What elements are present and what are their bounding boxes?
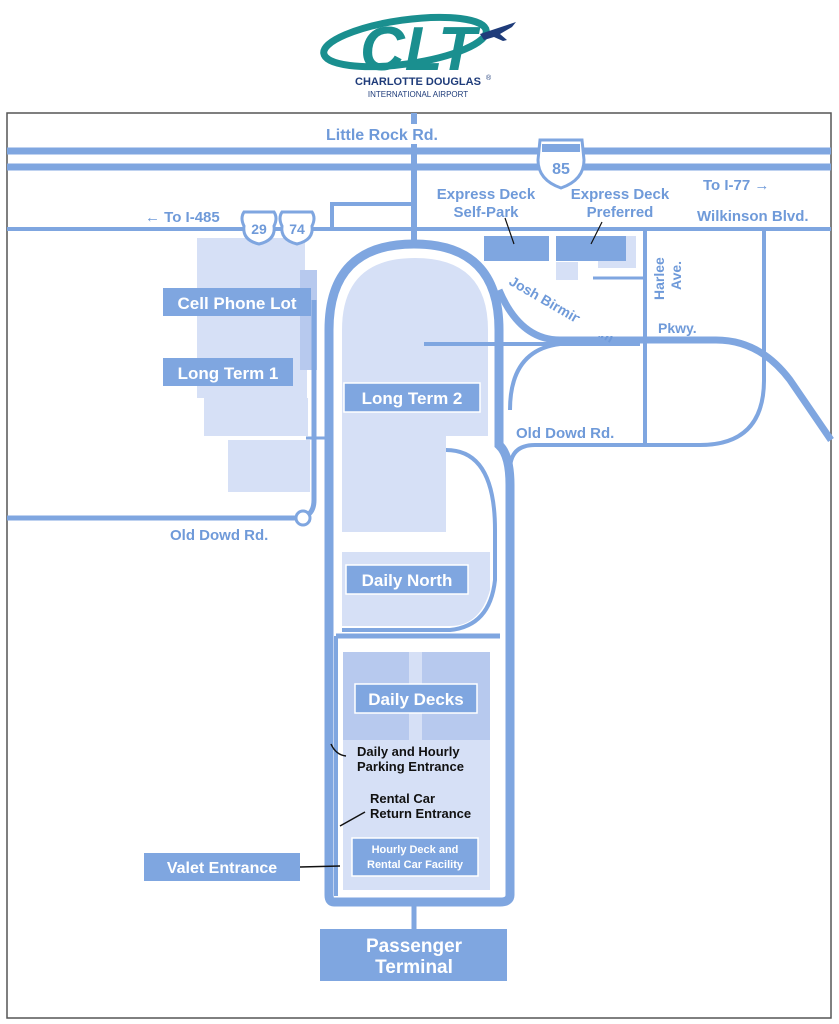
rental-return-label-2: Return Entrance (370, 806, 471, 821)
rental-return-label-1: Rental Car (370, 791, 435, 806)
logo-name: CHARLOTTE DOUGLAS (355, 76, 481, 88)
old-dowd-road-west-label: Old Dowd Rd. (170, 527, 268, 544)
us29-shield: 29 (240, 210, 278, 246)
long-term-2-label-box: Long Term 2 (343, 382, 481, 413)
hourly-deck-label-1: Hourly Deck and (372, 844, 459, 856)
harlee-ave-label-2: Ave. (668, 261, 684, 290)
valet-entrance-label-box: Valet Entrance (144, 853, 300, 881)
old-dowd-road-east (508, 229, 766, 471)
long-term-1-label: Long Term 1 (178, 364, 279, 383)
clt-logo: CLT CHARLOTTE DOUGLAS ® INTERNATIONAL AI… (320, 13, 516, 99)
terminal-loop-road (324, 239, 515, 907)
pkwy-label: Pkwy. (658, 320, 697, 336)
valet-entrance-label: Valet Entrance (167, 860, 277, 877)
i85-shield-label: 85 (552, 161, 570, 178)
harlee-ave-label-1: Harlee (651, 257, 667, 300)
express-self-park-label-2: Self-Park (453, 204, 519, 221)
hourly-deck-label-2: Rental Car Facility (367, 859, 464, 871)
little-rock-road-label: Little Rock Rd. (326, 127, 438, 144)
express-preferred-label-2: Preferred (587, 204, 654, 221)
hourly-deck-label-box: Hourly Deck and Rental Car Facility (351, 837, 479, 877)
long-term-1-lower-area (204, 398, 308, 436)
airplane-icon (480, 22, 516, 41)
to-i485-label: ← To I-485 (145, 209, 220, 226)
daily-decks-label: Daily Decks (368, 690, 463, 709)
daily-decks-label-box: Daily Decks (354, 683, 478, 714)
long-term-1-label-box: Long Term 1 (163, 358, 293, 386)
cell-phone-lot-label: Cell Phone Lot (178, 294, 297, 313)
long-term-2-label: Long Term 2 (362, 389, 463, 408)
wilkinson-blvd-label: Wilkinson Blvd. (697, 208, 809, 225)
passenger-terminal-label-2: Terminal (375, 957, 453, 978)
to-i77-label: To I-77 → (703, 177, 769, 194)
daily-hourly-entrance-label-1: Daily and Hourly (357, 744, 460, 759)
daily-hourly-entrance-label-2: Parking Entrance (357, 759, 464, 774)
us74-shield: 74 (278, 210, 316, 246)
josh-birmingham-parkway (495, 288, 834, 442)
road-network (7, 113, 834, 930)
express-self-park-label-1: Express Deck (437, 186, 536, 203)
passenger-terminal-label-1: Passenger (366, 936, 463, 957)
daily-north-label-box: Daily North (345, 564, 469, 595)
us29-shield-label: 29 (251, 221, 267, 237)
long-term-1-south-area (228, 440, 310, 492)
i85-shield: 85 (536, 138, 586, 190)
passenger-terminal-box: Passenger Terminal (320, 929, 507, 981)
daily-north-label: Daily North (362, 571, 453, 590)
cell-phone-lot-label-box: Cell Phone Lot (163, 288, 311, 316)
express-deck-preferred-building (556, 236, 626, 261)
express-deck-self-park-building (484, 236, 549, 261)
logo-registered: ® (486, 74, 492, 82)
old-dowd-road-east-label: Old Dowd Rd. (516, 425, 614, 442)
express-preferred-label-1: Express Deck (571, 186, 670, 203)
old-dowd-roundabout (294, 509, 312, 527)
logo-subname: INTERNATIONAL AIRPORT (368, 90, 468, 99)
us74-shield-label: 74 (289, 221, 305, 237)
logo-code: CLT (360, 15, 481, 84)
